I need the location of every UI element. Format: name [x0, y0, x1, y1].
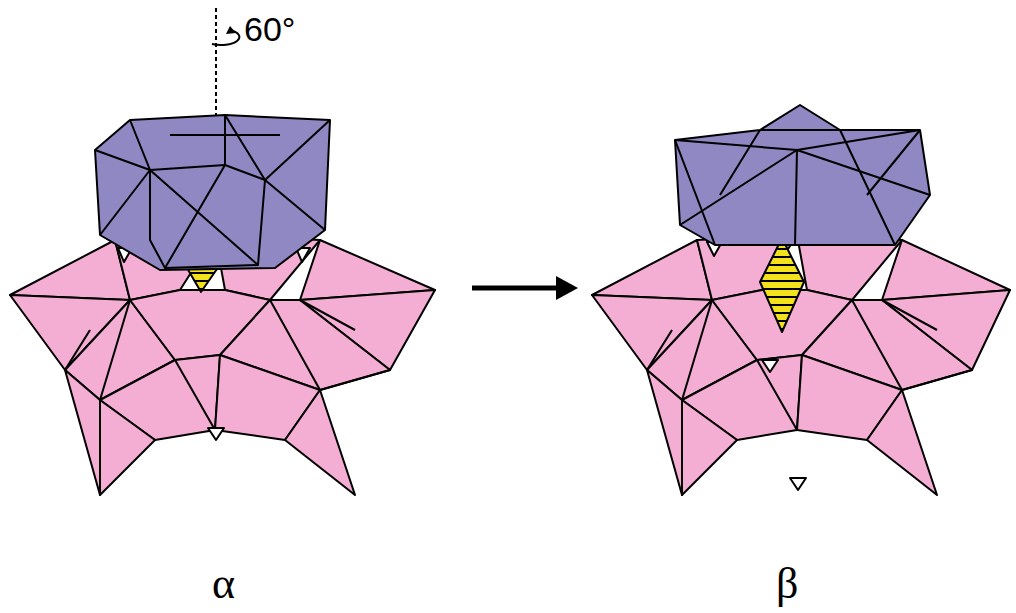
isomer-label: β — [776, 562, 798, 606]
isomer-label: α — [212, 562, 235, 606]
rotation-angle: 60° — [244, 12, 295, 46]
transformation-arrow — [472, 276, 578, 300]
alpha-cluster — [10, 115, 435, 495]
beta-cluster — [592, 105, 1010, 495]
